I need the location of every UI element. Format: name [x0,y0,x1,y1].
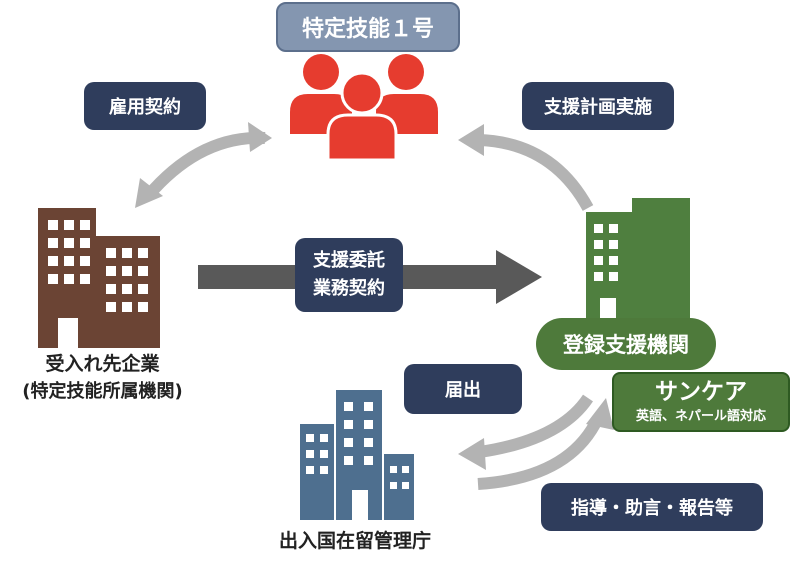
support-plan-arrow [477,134,594,211]
host-company-name: 受入れ先企業 [45,353,160,375]
immigration-building-icon [300,390,414,520]
sancare-languages: 英語、ネパール語対応 [635,409,766,424]
support-plan-label: 支援計画実施 [522,82,674,130]
notification-label: 届出 [404,364,522,414]
support-plan-arrow-head [458,124,484,156]
commission-arrow-head [496,250,542,304]
employment-arrow [143,131,266,200]
employment-contract-label: 雇用契約 [84,82,206,130]
registered-support-org-label: 登録支援機関 [536,318,716,370]
commission-contract-line2: 業務契約 [313,278,385,299]
commission-contract-label: 支援委託 業務契約 [295,238,403,312]
employment-arrow-head-left [135,178,163,208]
workers-people-icon [290,54,438,162]
sancare-box: サンケア 英語、ネパール語対応 [612,372,790,432]
host-company-subtitle: (特定技能所属機関) [22,381,183,402]
guidance-label: 指導・助言・報告等 [541,483,763,531]
support-org-building-icon [586,198,690,332]
commission-contract-line1: 支援委託 [313,250,385,271]
guidance-arrow [477,415,604,490]
host-company-label: 受入れ先企業 (特定技能所属機関) [0,350,205,406]
immigration-agency-label: 出入国在留管理庁 [278,530,431,552]
notification-arrow-head [458,438,486,470]
specified-skills-title: 特定技能１号 [276,2,460,52]
notification-arrow [479,394,593,458]
guidance-arrow-head [586,398,614,430]
host-company-building-icon [38,208,160,348]
employment-arrow-head-right [248,122,272,152]
sancare-name: サンケア [655,379,747,405]
